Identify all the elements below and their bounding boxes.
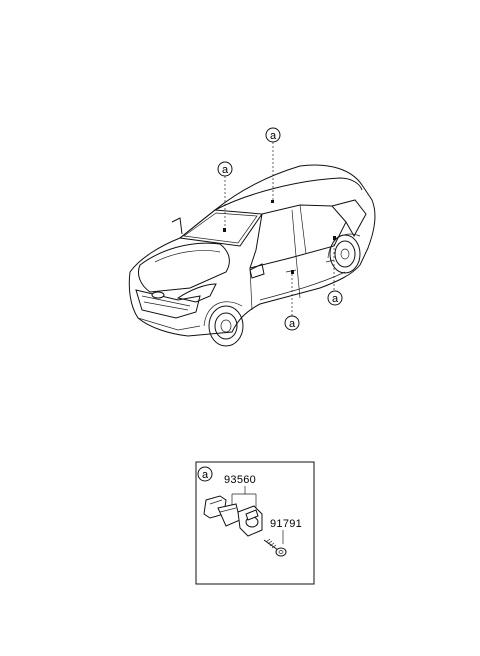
detail-box: a 93560 91791	[195, 461, 315, 585]
svg-text:a: a	[332, 293, 339, 305]
part-number-91791: 91791	[270, 518, 302, 530]
screw-91791-drawing	[263, 538, 287, 557]
car-illustration	[128, 164, 376, 347]
callout-windshield: a	[217, 161, 233, 232]
callout-rear: a	[327, 236, 343, 306]
part-number-93560: 93560	[224, 474, 256, 486]
callout-roof: a	[265, 127, 281, 203]
svg-text:a: a	[289, 318, 296, 330]
svg-text:a: a	[222, 164, 229, 176]
detail-box-marker	[197, 466, 213, 482]
callout-door: a	[284, 270, 300, 331]
svg-text:a: a	[202, 469, 209, 481]
sensor-93560-drawing	[203, 495, 263, 537]
svg-text:a: a	[270, 130, 277, 142]
